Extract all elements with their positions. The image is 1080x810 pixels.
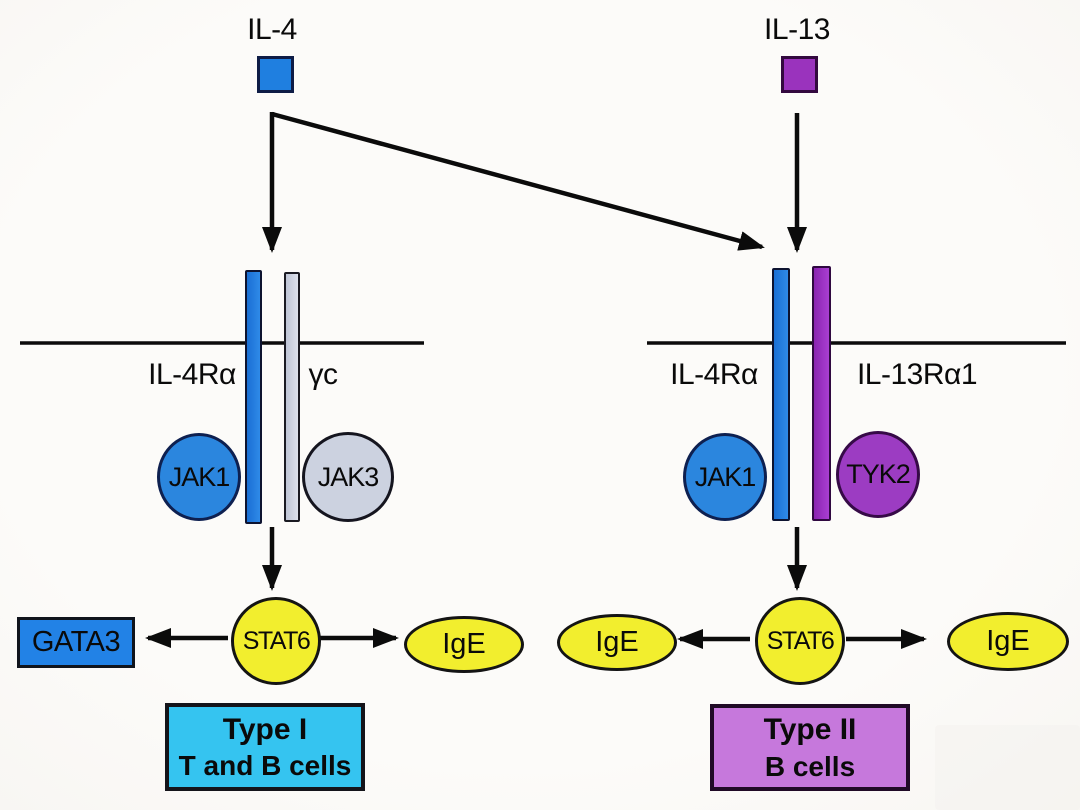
right-tyk2-kinase: TYK2	[836, 431, 920, 518]
type1-cells-box: Type I T and B cells	[165, 703, 365, 791]
arrow-il4-to-type2-receptor	[271, 111, 765, 251]
right-jak1-label: JAK1	[694, 461, 757, 492]
right-il4ra-chain-bar	[772, 268, 790, 521]
type2-cells-label: B cells	[764, 750, 856, 782]
type2-title: Type II	[763, 713, 857, 747]
left-jak3-kinase: JAK3	[302, 432, 394, 522]
right-ige-left-node: IgE	[557, 614, 677, 671]
right-tyk2-label: TYK2	[846, 459, 911, 489]
left-ige-node: IgE	[404, 616, 524, 673]
right-il13ra1-chain-label: IL-13Rα1	[856, 358, 978, 391]
right-stat6-label: STAT6	[766, 626, 835, 655]
right-stat6-node: STAT6	[755, 597, 845, 685]
left-jak1-label: JAK1	[168, 461, 231, 492]
il13-ligand-label: IL-13	[764, 13, 830, 46]
gata3-target-box: GATA3	[17, 617, 135, 668]
il4-ligand-square	[257, 56, 294, 93]
type1-title: Type I	[222, 712, 308, 746]
type1-cells-label: T and B cells	[178, 750, 352, 782]
left-stat6-node: STAT6	[231, 597, 321, 685]
left-ige-label: IgE	[442, 628, 486, 660]
right-ige-left-label: IgE	[595, 626, 639, 658]
il4-ligand-label: IL-4	[247, 13, 297, 46]
left-stat6-label: STAT6	[242, 626, 311, 655]
right-jak1-kinase: JAK1	[683, 433, 767, 521]
right-ige-right-node: IgE	[947, 612, 1069, 671]
right-il13ra1-chain-bar	[812, 266, 831, 521]
left-il4ra-chain-bar	[245, 270, 262, 524]
watermark-patch	[935, 725, 1080, 810]
right-ige-right-label: IgE	[986, 625, 1030, 657]
left-gamma-c-chain-bar	[284, 272, 300, 522]
left-gamma-c-chain-label: γc	[308, 358, 339, 391]
left-il4ra-chain-label: IL-4Rα	[148, 358, 236, 391]
left-jak1-kinase: JAK1	[157, 433, 241, 521]
left-jak3-label: JAK3	[317, 461, 380, 492]
gata3-label: GATA3	[31, 626, 121, 658]
type2-cells-box: Type II B cells	[710, 704, 910, 791]
right-il4ra-chain-label: IL-4Rα	[670, 358, 758, 391]
il13-ligand-square	[781, 56, 818, 93]
